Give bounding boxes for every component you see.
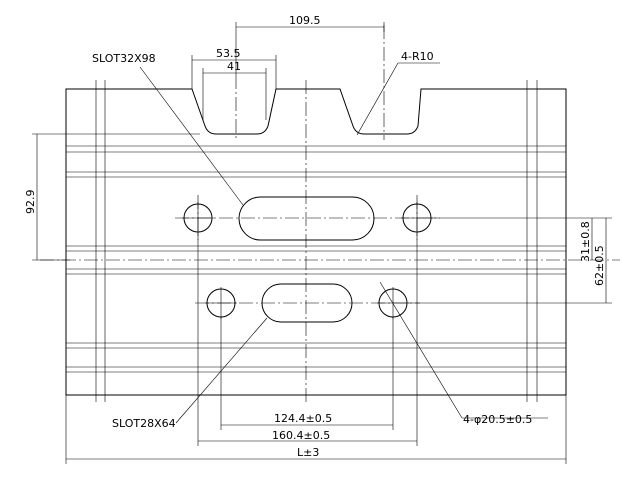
dim-bottom	[65, 232, 567, 464]
dim-height-label: 92.9	[24, 190, 37, 215]
dim-124-label: 124.4±0.5	[274, 412, 332, 425]
rib-lines	[66, 145, 566, 373]
edge-lines	[95, 80, 538, 402]
part-outline	[65, 88, 567, 396]
center-lines	[40, 25, 620, 402]
slot-bottom	[261, 283, 353, 323]
dim-160-label: 160.4±0.5	[272, 429, 330, 442]
dim-notch	[191, 55, 277, 120]
hole-crosshairs	[182, 202, 433, 319]
slot-bottom-leader	[175, 317, 268, 424]
radius-leader	[356, 62, 440, 136]
dim-31-label: 31±0.8	[579, 221, 592, 262]
slot-top	[238, 196, 375, 241]
slot-bottom-label: SLOT28X64	[112, 417, 176, 430]
dim-notch-outer-label: 53.5	[216, 47, 241, 60]
dim-top-span-label: 109.5	[289, 14, 321, 27]
dim-62-label: 62±0.5	[593, 245, 606, 286]
dim-top-span	[235, 22, 385, 75]
dim-right	[408, 217, 612, 304]
dim-notch-inner-label: 41	[227, 60, 241, 73]
slot-top-label: SLOT32X98	[92, 52, 156, 65]
length-label: L±3	[297, 446, 319, 459]
slot-top-leader	[139, 66, 244, 206]
holes-leader	[379, 281, 463, 419]
holes-label: 4-φ20.5±0.5	[463, 413, 532, 426]
dim-height	[32, 133, 200, 261]
radius-label: 4-R10	[401, 50, 434, 63]
